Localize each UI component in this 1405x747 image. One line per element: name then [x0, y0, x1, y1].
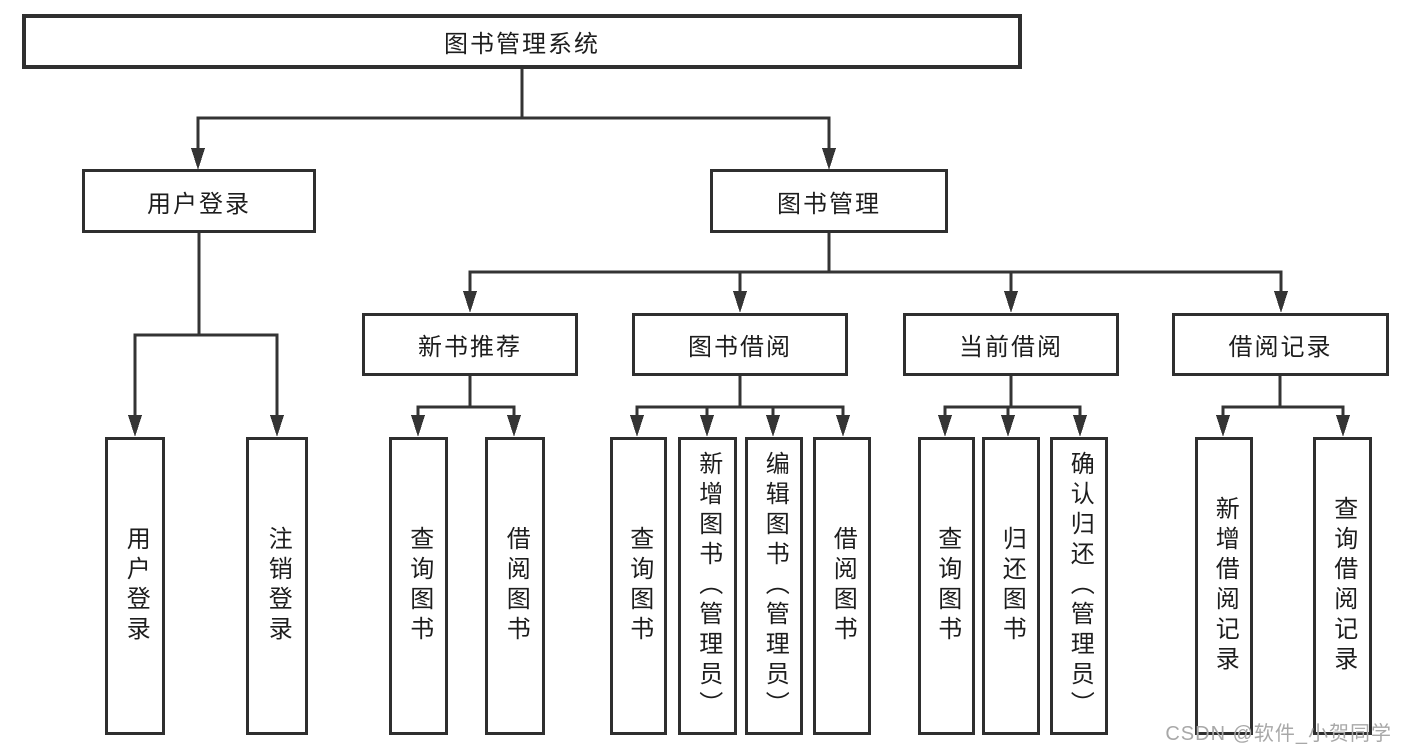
watermark: CSDN @软件_小贺同学 — [1165, 723, 1392, 745]
node-user-login: 用户登录 — [82, 169, 316, 233]
leaf-edit-book-admin: 编辑图书（管理员） — [745, 437, 803, 735]
leaf-logout-login: 注销登录 — [246, 437, 308, 735]
leaf-label: 新增图书（管理员） — [694, 451, 722, 721]
node-label: 图书借阅 — [688, 334, 792, 361]
node-label: 图书管理 — [777, 190, 881, 218]
leaf-label: 借阅图书 — [829, 526, 857, 646]
node-label: 用户登录 — [147, 190, 251, 218]
leaf-label: 用户登录 — [122, 526, 150, 646]
leaf-label: 归还图书 — [998, 526, 1026, 646]
leaf-user-login: 用户登录 — [105, 437, 165, 735]
leaf-label: 确认归还（管理员） — [1066, 451, 1094, 721]
leaf-query-borrow-record: 查询借阅记录 — [1313, 437, 1372, 735]
node-label: 借阅记录 — [1228, 334, 1333, 361]
leaf-label: 查询图书 — [405, 526, 433, 646]
leaf-confirm-return-admin: 确认归还（管理员） — [1050, 437, 1108, 735]
node-label: 图书管理系统 — [444, 31, 600, 58]
leaf-borrow-books-2: 借阅图书 — [813, 437, 871, 735]
node-book-management: 图书管理 — [710, 169, 948, 233]
leaf-label: 新增借阅记录 — [1211, 496, 1239, 676]
leaf-query-books-1: 查询图书 — [389, 437, 448, 735]
node-current-borrow: 当前借阅 — [903, 313, 1119, 376]
node-book-borrow: 图书借阅 — [632, 313, 848, 376]
leaf-label: 查询图书 — [933, 526, 961, 646]
leaf-borrow-books-1: 借阅图书 — [485, 437, 545, 735]
leaf-label: 编辑图书（管理员） — [761, 451, 789, 721]
node-borrow-records: 借阅记录 — [1172, 313, 1389, 376]
leaf-label: 查询借阅记录 — [1329, 496, 1357, 676]
leaf-label: 注销登录 — [264, 526, 292, 646]
node-label: 当前借阅 — [959, 334, 1063, 361]
leaf-return-book: 归还图书 — [982, 437, 1040, 735]
node-label: 新书推荐 — [418, 334, 522, 361]
leaf-add-book-admin: 新增图书（管理员） — [678, 437, 737, 735]
arrow-heads — [128, 148, 1350, 437]
leaf-query-books-2: 查询图书 — [610, 437, 667, 735]
node-new-book-recommend: 新书推荐 — [362, 313, 578, 376]
leaf-label: 查询图书 — [625, 526, 653, 646]
node-library-management-system: 图书管理系统 — [22, 14, 1022, 69]
leaf-label: 借阅图书 — [502, 526, 530, 646]
leaf-add-borrow-record: 新增借阅记录 — [1195, 437, 1253, 735]
leaf-query-books-3: 查询图书 — [918, 437, 975, 735]
